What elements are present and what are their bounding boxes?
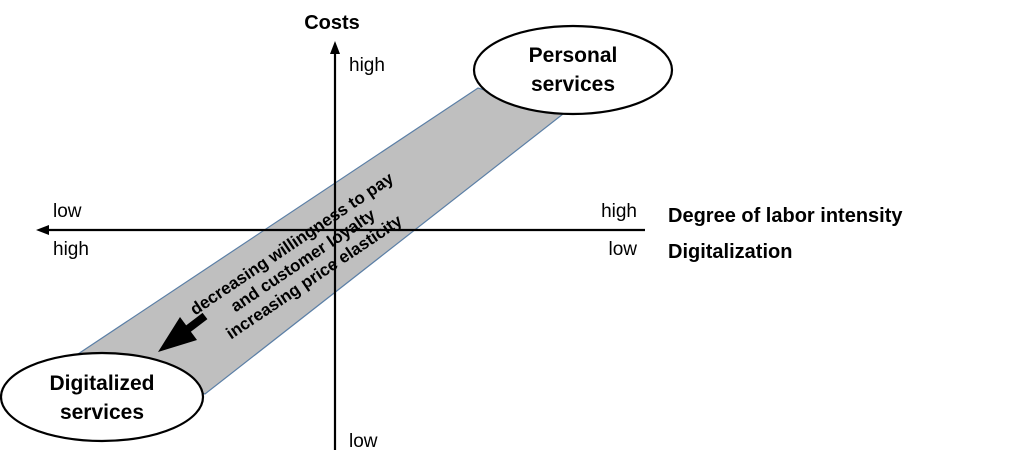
personal-services-line2: services (531, 73, 615, 96)
y-axis-arrowhead (330, 41, 340, 54)
y-axis-high-label: high (349, 55, 385, 76)
x-axis-left-top-label: low (53, 201, 82, 222)
digitalized-services-node: Digitalized services (0, 351, 205, 443)
x-axis-title-digitalization: Digitalization (668, 241, 792, 263)
x-axis-left-bottom-label: high (53, 239, 89, 260)
personal-services-node: Personal services (472, 24, 674, 116)
digitalized-services-line1: Digitalized (49, 372, 154, 395)
y-axis-low-label: low (349, 431, 378, 452)
x-axis-right-top-label: high (601, 201, 637, 222)
x-axis-title-labor: Degree of labor intensity (668, 205, 903, 227)
direction-arrow (158, 312, 208, 352)
personal-services-line1: Personal (529, 44, 618, 67)
personal-services-ellipse (472, 24, 674, 116)
y-axis-title: Costs (304, 12, 360, 34)
x-axis-arrowhead (36, 225, 49, 235)
digitalized-services-ellipse (0, 351, 205, 443)
x-axis-right-bottom-label: low (608, 239, 637, 260)
digitalized-services-line2: services (60, 401, 144, 424)
